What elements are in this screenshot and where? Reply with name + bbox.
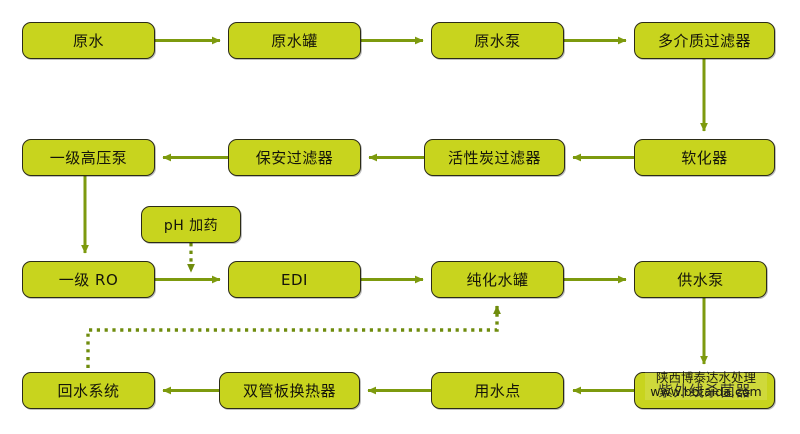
node-double-tube-heat-exchanger[interactable]: 双管板换热器 xyxy=(219,372,360,409)
node-label: 用水点 xyxy=(474,382,521,400)
node-ph-dosing[interactable]: pH 加药 xyxy=(141,206,241,243)
node-label: 纯化水罐 xyxy=(466,271,529,289)
node-label: EDI xyxy=(281,270,308,289)
node-label: 双管板换热器 xyxy=(242,382,336,400)
node-uv-sterilizer[interactable]: 紫外线杀菌器 xyxy=(634,372,775,409)
node-label: 多介质过滤器 xyxy=(657,32,751,50)
node-security-filter[interactable]: 保安过滤器 xyxy=(228,139,361,176)
node-label: 原水罐 xyxy=(271,32,318,50)
node-high-pressure-pump-stage1[interactable]: 一级高压泵 xyxy=(22,139,155,176)
node-multimedia-filter[interactable]: 多介质过滤器 xyxy=(634,22,775,59)
node-label: 回水系统 xyxy=(57,382,120,400)
node-raw-water-tank[interactable]: 原水罐 xyxy=(228,22,361,59)
node-softener[interactable]: 软化器 xyxy=(634,139,775,176)
node-label: 软化器 xyxy=(681,149,728,167)
node-label: 原水 xyxy=(72,32,104,50)
node-edi[interactable]: EDI xyxy=(228,261,361,298)
node-label: 原水泵 xyxy=(474,32,521,50)
node-supply-pump[interactable]: 供水泵 xyxy=(634,261,767,298)
node-label: 活性炭过滤器 xyxy=(447,149,541,167)
node-return-water-system[interactable]: 回水系统 xyxy=(22,372,155,409)
node-label: 一级高压泵 xyxy=(49,149,128,167)
node-label: 紫外线杀菌器 xyxy=(657,382,751,400)
node-raw-water[interactable]: 原水 xyxy=(22,22,155,59)
node-label: 保安过滤器 xyxy=(255,149,334,167)
node-water-point[interactable]: 用水点 xyxy=(431,372,564,409)
node-label: 供水泵 xyxy=(677,271,724,289)
connector-return-loop-dotted xyxy=(86,305,501,368)
node-raw-water-pump[interactable]: 原水泵 xyxy=(431,22,564,59)
node-active-carbon-filter[interactable]: 活性炭过滤器 xyxy=(424,139,565,176)
node-purified-water-tank[interactable]: 纯化水罐 xyxy=(431,261,564,298)
node-ro-stage1[interactable]: 一级 RO xyxy=(22,261,155,298)
node-label: 一级 RO xyxy=(58,271,119,289)
node-label: pH 加药 xyxy=(163,217,219,234)
